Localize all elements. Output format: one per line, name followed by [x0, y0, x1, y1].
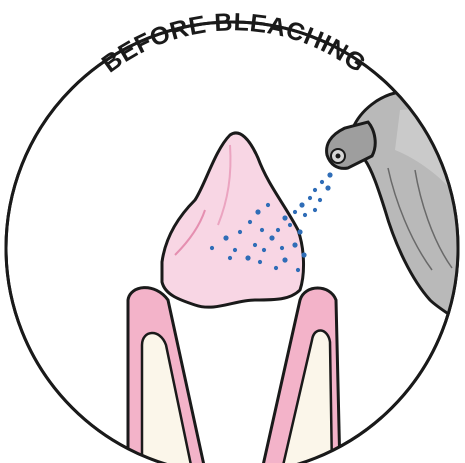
spray-dot	[245, 255, 250, 260]
spray-dot	[262, 248, 266, 252]
spray-dot	[327, 172, 332, 177]
spray-dot	[320, 180, 324, 184]
spray-dot	[297, 229, 302, 234]
spray-dot	[282, 215, 287, 220]
spray-dot	[276, 228, 280, 232]
spray-dot	[301, 252, 306, 257]
spray-dot	[269, 235, 274, 240]
spray-dot	[223, 235, 228, 240]
spray-dot	[325, 185, 330, 190]
spray-dot	[318, 198, 322, 202]
spray-dot	[258, 260, 262, 264]
spray-dot	[266, 203, 270, 207]
spray-dot	[280, 246, 284, 250]
spray-dot	[293, 210, 297, 214]
spray-dot	[255, 209, 260, 214]
spray-dot	[313, 188, 317, 192]
spray-dot	[253, 243, 257, 247]
spray-dot	[308, 196, 312, 200]
spray-dot	[274, 266, 278, 270]
spray-dot	[313, 208, 317, 212]
spray-dot	[210, 246, 214, 250]
spray-dot	[288, 223, 292, 227]
spray-dot	[248, 220, 252, 224]
spray-dot	[260, 228, 264, 232]
spray-dot	[292, 242, 297, 247]
spray-dot	[303, 213, 307, 217]
spray-dot	[299, 202, 304, 207]
spray-dot	[238, 230, 242, 234]
spray-dot	[296, 268, 300, 272]
spray-dot	[282, 257, 287, 262]
spray-dot	[228, 256, 232, 260]
spray-dot	[233, 248, 237, 252]
